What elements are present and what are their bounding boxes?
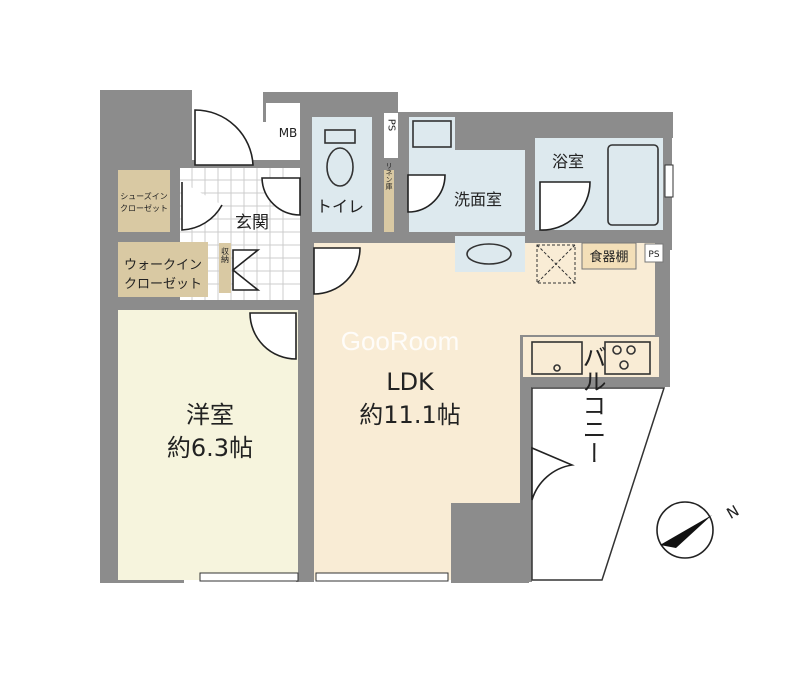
balcony-door[interactable] bbox=[531, 446, 575, 501]
bathtub-icon bbox=[607, 144, 659, 226]
storage-door[interactable] bbox=[231, 249, 261, 291]
compass-north-label: N bbox=[724, 502, 743, 523]
shoes-closet-door[interactable] bbox=[181, 182, 223, 231]
bathroom-door[interactable] bbox=[539, 181, 591, 231]
toilet-icon bbox=[326, 147, 354, 187]
shoes-in-closet bbox=[118, 170, 170, 232]
ldk-room bbox=[314, 243, 655, 580]
compass-icon: N bbox=[656, 501, 743, 559]
entrance-label: 玄関 bbox=[235, 213, 269, 233]
storage bbox=[219, 243, 231, 293]
shoes-in-closet-label-2: クローゼット bbox=[120, 203, 168, 213]
washroom-door[interactable] bbox=[407, 174, 446, 213]
stove-icon bbox=[604, 341, 651, 375]
sink-niche bbox=[455, 236, 525, 272]
fridge-space bbox=[536, 244, 576, 284]
ldk-name: LDK bbox=[386, 368, 435, 396]
water-heater-icon bbox=[412, 120, 452, 148]
walk-in-closet bbox=[118, 242, 208, 297]
entrance-door[interactable] bbox=[194, 109, 254, 166]
balcony bbox=[531, 387, 666, 581]
kitchen-counter bbox=[521, 335, 661, 379]
ps-kitchen-label: PS bbox=[648, 250, 659, 260]
walk-in-closet-label-2: クローゼット bbox=[124, 277, 202, 292]
shoes-in-closet-label-1: シューズイン bbox=[120, 191, 168, 201]
toilet-door[interactable] bbox=[261, 177, 301, 216]
watermark: GooRoom bbox=[341, 326, 460, 356]
toilet-room bbox=[312, 117, 372, 232]
washbasin-icon bbox=[466, 243, 512, 265]
window bbox=[315, 572, 449, 582]
mb-space bbox=[266, 103, 300, 160]
linen-closet bbox=[384, 170, 394, 232]
balcony-label: バルコニー bbox=[578, 345, 606, 465]
linen-label: リネン庫 bbox=[385, 162, 393, 191]
window bbox=[664, 164, 674, 198]
toilet-label: トイレ bbox=[316, 197, 364, 216]
ldk-size: 約11.1帖 bbox=[359, 401, 460, 429]
ldk-door[interactable] bbox=[313, 247, 361, 295]
western-room-door[interactable] bbox=[249, 312, 297, 360]
storage-label: 収納 bbox=[221, 246, 230, 264]
washroom bbox=[409, 117, 525, 232]
western-room-name: 洋室 bbox=[186, 401, 234, 429]
window bbox=[199, 572, 299, 582]
cupboard-label: 食器棚 bbox=[589, 249, 628, 265]
cupboard bbox=[581, 242, 637, 270]
western-room-size: 約6.3帖 bbox=[167, 434, 253, 462]
ps-top-label: PS bbox=[386, 119, 397, 131]
ps-space bbox=[384, 113, 398, 158]
washroom-label: 洗面室 bbox=[454, 190, 502, 209]
walk-in-closet-label-1: ウォークイン bbox=[124, 258, 202, 273]
mb-label: MB bbox=[279, 126, 298, 140]
bathroom-label: 浴室 bbox=[552, 152, 584, 171]
